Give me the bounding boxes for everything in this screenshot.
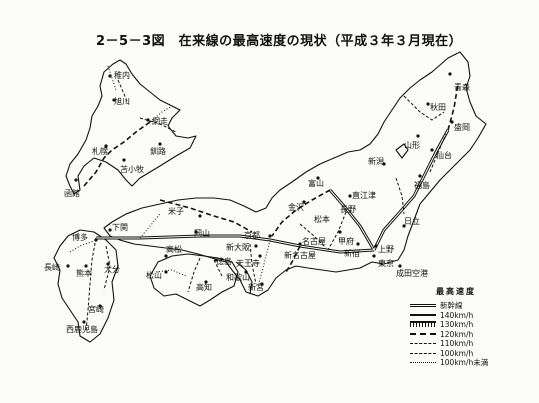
legend-label: 新幹線 [440, 301, 463, 311]
city-kyoto: 京都 [244, 230, 260, 240]
city-tokushima: 徳島 [216, 256, 232, 266]
conventional-120-routes [83, 83, 459, 273]
city-shin-osaka: 新大阪 [226, 242, 250, 252]
city-miyazaki: 宮崎 [88, 304, 104, 314]
city-matsumoto: 松本 [314, 214, 330, 224]
city-yamagata: 山形 [404, 140, 420, 150]
city-shinjuku: 新宿 [344, 248, 360, 258]
shikoku-outline [149, 253, 239, 307]
conventional-under100-routes [69, 65, 271, 287]
city-asahikawa: 旭川 [114, 96, 130, 106]
legend-line-shinkansen [410, 304, 436, 308]
city-takasaki-naoe: 直江津 [352, 190, 376, 200]
legend-line-140 [410, 314, 436, 317]
city-sapporo: 札幌 [92, 146, 108, 156]
city-hitachi: 日立 [404, 216, 420, 226]
speed-legend: 最高速度 新幹線 140km/h 130km/h 120km/h 110km/h… [410, 286, 530, 368]
legend-item: 120km/h [410, 330, 530, 340]
legend-item: 新幹線 [410, 301, 530, 311]
city-wakayama: 和歌山 [226, 272, 250, 282]
legend-item: 130km/h [410, 320, 530, 330]
legend-label: 120km/h [440, 329, 474, 339]
city-abashiri: 網走 [152, 116, 168, 126]
city-yonago: 米子 [168, 206, 184, 216]
city-tomakomai: 苫小牧 [120, 164, 144, 174]
city-ueno: 上野 [378, 245, 394, 254]
city-akita: 秋田 [430, 102, 446, 112]
city-toyama: 富山 [308, 178, 324, 188]
legend-label: 100km/h未満 [440, 358, 489, 368]
legend-label: 140km/h [440, 310, 474, 320]
city-tennoji: 天王寺 [236, 259, 260, 268]
legend-item: 140km/h [410, 311, 530, 321]
city-nagoya: 名古屋 [302, 236, 326, 246]
hokkaido-outline [65, 59, 197, 195]
city-nagasaki: 長崎 [44, 262, 60, 272]
kii-outline [235, 261, 253, 295]
city-kanazawa: 金沢 [288, 202, 304, 212]
legend-label: 130km/h [440, 320, 474, 330]
city-fukushima: 福島 [414, 180, 430, 190]
city-nagano: 長野 [340, 205, 356, 214]
city-dots [66, 72, 454, 324]
legend-item: 110km/h [410, 339, 530, 349]
city-tokyo: 東京 [378, 258, 394, 268]
sado-island [395, 143, 409, 159]
city-niigata: 新潟 [368, 156, 384, 166]
city-aomori: 青森 [454, 82, 470, 92]
shinkansen-routes-inner [96, 129, 449, 253]
city-okayama: 岡山 [194, 228, 210, 238]
legend-line-120 [410, 333, 436, 336]
legend-line-under100 [410, 362, 436, 364]
city-nishi-kagoshima: 西鹿児島 [66, 324, 98, 334]
city-matsuyama: 松山 [146, 270, 162, 280]
conventional-110-routes [85, 79, 447, 333]
legend-title: 最高速度 [436, 287, 476, 296]
city-oita: 大分 [104, 264, 120, 274]
city-kofu: 甲府 [338, 236, 354, 246]
city-morioka: 盛岡 [454, 122, 470, 132]
kyushu-outline [53, 229, 119, 343]
city-takamatsu: 高松 [166, 244, 182, 254]
city-shimonoseki: 下関 [112, 223, 128, 232]
legend-line-110 [410, 343, 436, 345]
figure-title: 2－5－3図 在来線の最高速度の現状（平成３年３月現在） [96, 34, 463, 49]
city-hakata: 博多 [72, 232, 88, 242]
legend-item: 100km/h未満 [410, 358, 530, 368]
legend-item: 100km/h [410, 349, 530, 359]
city-sendai: 仙台 [436, 150, 452, 160]
city-shingu: 新宮 [248, 282, 264, 292]
shinkansen-routes [96, 129, 450, 254]
legend-label: 110km/h [440, 339, 474, 349]
city-wakkanai: 稚内 [114, 70, 130, 80]
city-kumamoto: 熊本 [76, 268, 92, 278]
city-narita: 成田空港 [396, 268, 428, 278]
legend-line-100 [410, 352, 436, 354]
city-kushiro: 釧路 [150, 146, 166, 156]
city-hakodate: 函館 [64, 188, 80, 198]
legend-label: 100km/h [440, 348, 474, 358]
legend-line-130 [410, 321, 436, 328]
city-shin-nagoya: 新名古屋 [284, 250, 316, 260]
honshu-outline [103, 51, 487, 297]
city-kochi: 高知 [196, 282, 212, 292]
